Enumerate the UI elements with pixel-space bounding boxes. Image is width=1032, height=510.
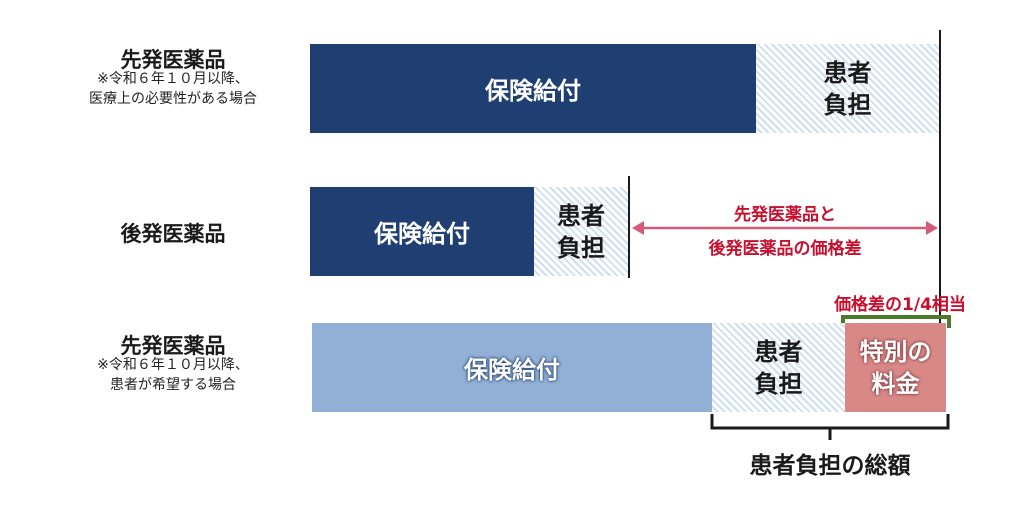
row1-insurance-segment: 保険給付 [310,44,756,133]
price-difference-label-1: 先発医薬品と [734,205,836,225]
row1-insurance-label: 保険給付 [485,77,581,105]
row2-title: 後発医薬品 [120,222,226,246]
quarter-price-diff-label: 価格差の1/4相当 [834,295,966,315]
total-bracket [710,414,950,440]
row1-patient-label-1: 患者 [823,58,872,87]
generic-price-line [628,176,630,278]
original-price-line [939,30,941,323]
row1-subtitle-2: 医療上の必要性がある場合 [89,91,257,107]
row3-subtitle-1: ※令和６年１０月以降、 [97,357,249,373]
row1-patient-label-2: 負担 [823,90,872,119]
row2-insurance-segment: 保険給付 [310,187,534,276]
price-difference-label-2: 後発医薬品の価格差 [708,239,862,259]
row3-title: 先発医薬品 [120,334,226,358]
row3-insurance-segment: 保険給付 [312,323,712,412]
row1-subtitle-1: ※令和６年１０月以降、 [97,71,249,87]
row3-subtitle-2: 患者が希望する場合 [110,377,236,393]
row2-patient-segment: 患者 負担 [534,187,628,276]
row3-special-fee-segment: 特別の 料金 [845,323,946,412]
row3-patient-segment: 患者 負担 [712,323,845,412]
row3-special-label-1: 特別の [859,337,932,366]
quarter-bracket [841,315,951,328]
row3-insurance-label: 保険給付 [464,356,560,384]
row3-patient-label-2: 負担 [754,369,803,398]
row1-patient-segment: 患者 負担 [756,44,939,133]
row2-patient-label-2: 負担 [557,233,605,262]
total-patient-burden-label: 患者負担の総額 [749,453,911,479]
price-difference-arrow [632,221,938,235]
row2-patient-label-1: 患者 [557,201,605,230]
row3-patient-label-1: 患者 [754,337,803,366]
row1-title: 先発医薬品 [120,48,226,72]
row2-insurance-label: 保険給付 [374,220,470,248]
row3-special-label-2: 料金 [871,369,920,398]
